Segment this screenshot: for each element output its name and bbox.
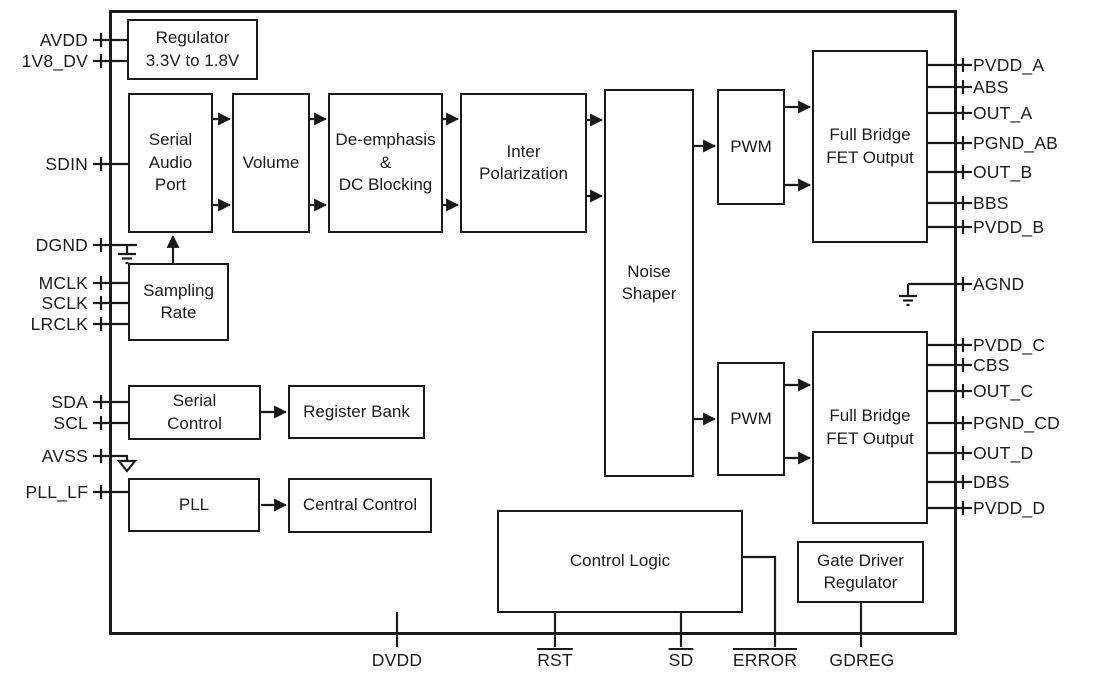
block-noise-shaper-label: Noise Shaper <box>621 261 677 303</box>
block-pwm-b: PWM <box>717 362 785 476</box>
block-pll-label: PLL <box>178 494 210 514</box>
block-de-emphasis: De-emphasis & DC Blocking <box>328 93 443 233</box>
block-full-bridge-b-label: Full Bridge FET Output <box>826 406 914 448</box>
pin-bbs: BBS <box>973 193 1009 213</box>
pin-dgnd: DGND <box>35 235 88 255</box>
block-control-logic-label: Control Logic <box>569 551 671 571</box>
block-central-control: Central Control <box>288 478 432 533</box>
block-gate-driver-regulator-label: Gate Driver Regulator <box>817 550 904 592</box>
block-central-control-label: Central Control <box>302 495 418 515</box>
block-pwm-b-label: PWM <box>730 408 772 428</box>
block-sampling-rate: Sampling Rate <box>128 263 229 341</box>
pin-rst: RST <box>537 650 573 670</box>
pin-mclk: MCLK <box>38 273 88 293</box>
pin-sd: SD <box>668 650 694 670</box>
pin-sclk: SCLK <box>41 293 88 313</box>
block-register-bank-label: Register Bank <box>303 401 410 421</box>
block-pwm-a-label: PWM <box>730 136 772 156</box>
analog-ground-symbol-avss <box>116 456 138 473</box>
block-serial-control: Serial Control <box>128 385 261 440</box>
ground-symbol-dgnd <box>118 245 136 265</box>
pin-pgnd-ab: PGND_AB <box>973 133 1059 153</box>
pin-1v8-dv: 1V8_DV <box>21 51 88 71</box>
block-full-bridge-a: Full Bridge FET Output <box>812 50 928 243</box>
block-gate-driver-regulator: Gate Driver Regulator <box>797 541 924 603</box>
block-de-emphasis-label: De-emphasis & DC Blocking <box>335 130 436 195</box>
pin-dbs: DBS <box>973 472 1010 492</box>
pin-sda: SDA <box>51 392 88 412</box>
pin-lrclk: LRCLK <box>30 314 88 334</box>
block-full-bridge-b: Full Bridge FET Output <box>812 331 928 524</box>
pin-out-c: OUT_C <box>973 381 1034 401</box>
pin-agnd: AGND <box>973 274 1025 294</box>
block-full-bridge-a-label: Full Bridge FET Output <box>826 125 914 167</box>
block-serial-audio-port-label: Serial Audio Port <box>148 130 193 195</box>
pin-out-d: OUT_D <box>973 443 1034 463</box>
block-serial-control-label: Serial Control <box>167 391 222 433</box>
chip-boundary <box>109 10 957 635</box>
block-pwm-a: PWM <box>717 89 785 205</box>
block-inter-polarization-label: Inter Polarization <box>479 141 568 183</box>
block-noise-shaper: Noise Shaper <box>604 89 694 477</box>
block-sampling-rate-label: Sampling Rate <box>143 280 214 322</box>
pin-pvdd-a: PVDD_A <box>973 55 1045 75</box>
pin-dvdd: DVDD <box>371 650 423 670</box>
pin-pgnd-cd: PGND_CD <box>973 413 1060 433</box>
pin-avss: AVSS <box>41 446 88 466</box>
pin-abs: ABS <box>973 77 1009 97</box>
block-inter-polarization: Inter Polarization <box>460 93 587 233</box>
pin-pll-lf: PLL_LF <box>25 482 88 502</box>
pin-pvdd-c: PVDD_C <box>973 335 1046 355</box>
pin-sdin: SDIN <box>45 154 88 174</box>
pin-cbs: CBS <box>973 355 1010 375</box>
block-control-logic: Control Logic <box>497 510 743 613</box>
block-serial-audio-port: Serial Audio Port <box>128 93 213 233</box>
pin-out-a: OUT_A <box>973 103 1033 123</box>
pin-avdd: AVDD <box>39 30 88 50</box>
block-pll: PLL <box>128 478 260 532</box>
block-volume-label: Volume <box>242 152 300 172</box>
block-regulator: Regulator 3.3V to 1.8V <box>127 19 258 80</box>
block-register-bank: Register Bank <box>288 385 425 439</box>
pin-out-b: OUT_B <box>973 162 1033 182</box>
ground-symbol-agnd <box>899 284 917 307</box>
pin-scl: SCL <box>53 413 88 433</box>
pin-pvdd-b: PVDD_B <box>973 217 1045 237</box>
pin-pvdd-d: PVDD_D <box>973 498 1046 518</box>
pin-gdreg: GDREG <box>829 650 895 670</box>
block-volume: Volume <box>232 93 310 233</box>
pin-error: ERROR <box>732 650 798 670</box>
block-regulator-label: Regulator 3.3V to 1.8V <box>145 28 240 70</box>
